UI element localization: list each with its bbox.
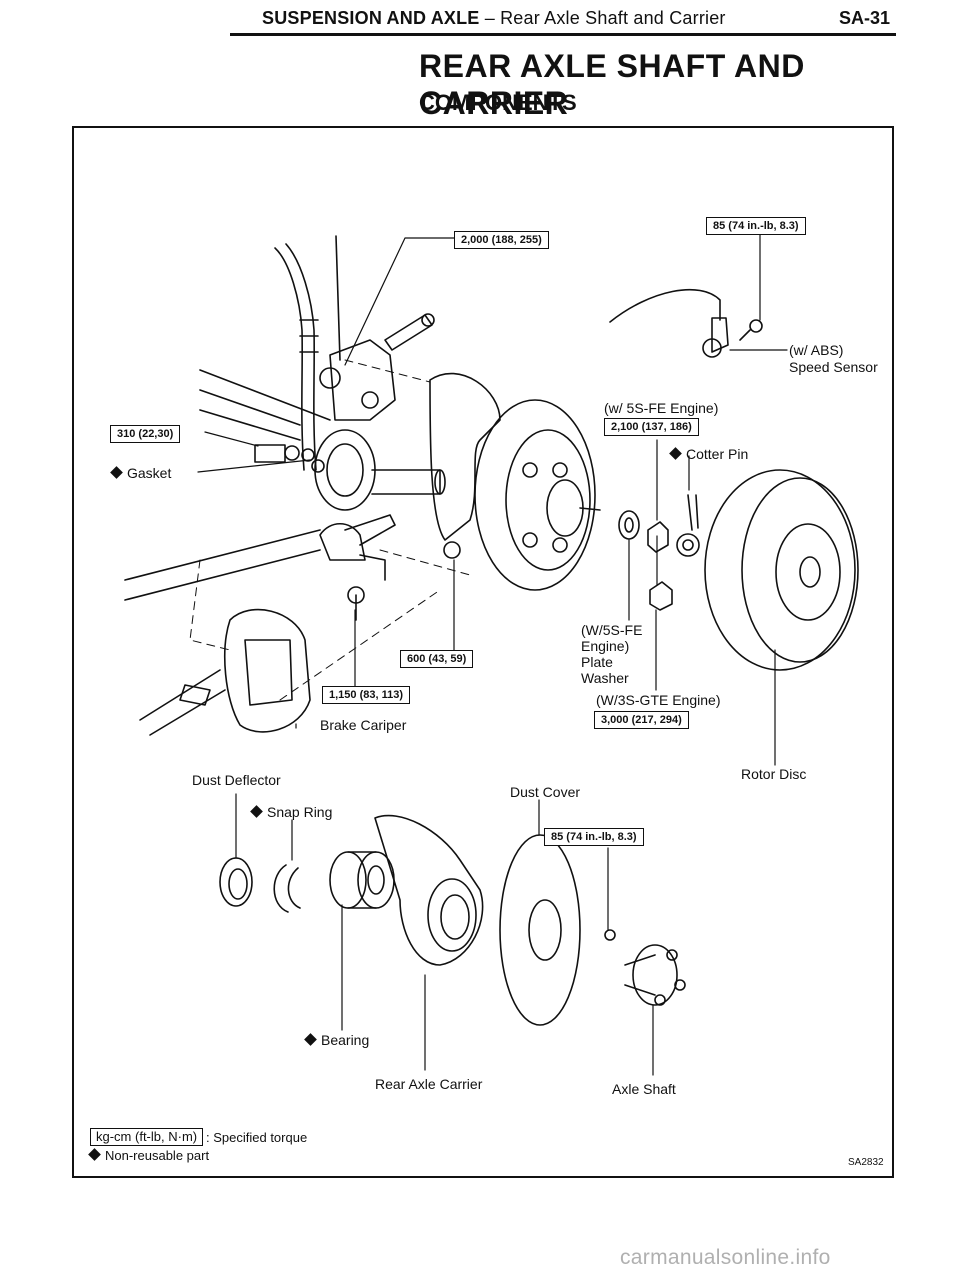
diagram-frame: [72, 126, 894, 1178]
torque-310: 310 (22,30): [110, 425, 181, 443]
torque-85-dust-cover: 85 (74 in.-lb, 8.3): [544, 828, 644, 846]
brake-hose-drawing: [199, 235, 341, 471]
lower-components-drawing: [219, 814, 686, 1026]
label-plate-washer-4: Washer: [581, 670, 629, 686]
torque-85-speed-sensor: 85 (74 in.-lb, 8.3): [706, 217, 806, 235]
label-plate-washer-2: Engine): [581, 638, 630, 654]
label-rear-axle-carrier: Rear Axle Carrier: [375, 1076, 483, 1092]
torque-1150: 1,150 (83, 113): [322, 686, 411, 704]
label-w-5sfe: (w/ 5S-FE Engine): [604, 400, 719, 416]
hub-assembly-drawing: [254, 429, 446, 511]
legend-non-reusable: Non-reusable part: [88, 1148, 210, 1163]
label-w-3sgte: (W/3S-GTE Engine): [596, 692, 721, 708]
label-rotor-disc: Rotor Disc: [741, 766, 807, 782]
non-reusable-icon: [669, 447, 682, 460]
legend-non-reusable-text: Non-reusable part: [105, 1148, 210, 1163]
label-dust-cover: Dust Cover: [510, 784, 581, 800]
page-subtitle: COMPONENTS: [419, 90, 577, 115]
label-plate-washer-1: (W/5S-FE: [581, 622, 643, 638]
torque-2000: 2,000 (188, 255): [454, 231, 549, 249]
header-section: SUSPENSION AND AXLE: [262, 8, 480, 28]
assembly-dash-lines: [189, 359, 471, 701]
label-plate-washer-3: Plate: [581, 654, 613, 670]
legend-unit-box: kg-cm (ft-lb, N·m): [90, 1128, 204, 1146]
torque-2100: 2,100 (137, 186): [604, 418, 699, 436]
label-cotter-pin-text: Cotter Pin: [686, 446, 749, 462]
label-cotter-pin: Cotter Pin: [669, 446, 749, 462]
legend-specified-torque: : Specified torque: [206, 1130, 308, 1145]
watermark: carmanualsonline.info: [620, 1246, 831, 1269]
hub-nut-set-drawing: [618, 494, 700, 611]
label-bearing-text: Bearing: [321, 1032, 370, 1048]
header-subsection: – Rear Axle Shaft and Carrier: [479, 8, 726, 28]
knuckle-backing-plate-drawing: [429, 372, 601, 591]
header-rule: [230, 33, 896, 36]
leader-lines: [197, 231, 788, 1076]
label-speed-sensor: Speed Sensor: [789, 359, 878, 375]
label-bearing: Bearing: [304, 1032, 370, 1048]
label-snap-ring-text: Snap Ring: [267, 804, 333, 820]
label-brake-caliper: Brake Cariper: [320, 717, 407, 733]
page-number: SA-31: [838, 8, 890, 28]
label-snap-ring: Snap Ring: [250, 804, 333, 820]
torque-3000: 3,000 (217, 294): [594, 711, 689, 729]
page-title: REAR AXLE SHAFT AND CARRIER: [419, 48, 805, 121]
brake-caliper-drawing: [139, 608, 311, 736]
strut-bracket-drawing: [319, 313, 435, 421]
speed-sensor-drawing: [609, 288, 763, 358]
label-gasket: Gasket: [110, 465, 172, 481]
lower-arm-drawing: [124, 514, 461, 621]
rotor-disc-drawing: [704, 469, 859, 671]
non-reusable-icon: [304, 1033, 317, 1046]
label-gasket-text: Gasket: [127, 465, 172, 481]
label-abs: (w/ ABS): [789, 342, 844, 358]
non-reusable-icon: [88, 1148, 101, 1161]
figure-code: SA2832: [848, 1157, 884, 1168]
page-header: SUSPENSION AND AXLE – Rear Axle Shaft an…: [0, 0, 960, 40]
non-reusable-icon: [250, 805, 263, 818]
non-reusable-icon: [110, 466, 123, 479]
label-axle-shaft: Axle Shaft: [612, 1081, 676, 1097]
torque-600: 600 (43, 59): [400, 650, 474, 668]
header-title: SUSPENSION AND AXLE – Rear Axle Shaft an…: [262, 8, 726, 29]
label-dust-deflector: Dust Deflector: [192, 772, 281, 788]
